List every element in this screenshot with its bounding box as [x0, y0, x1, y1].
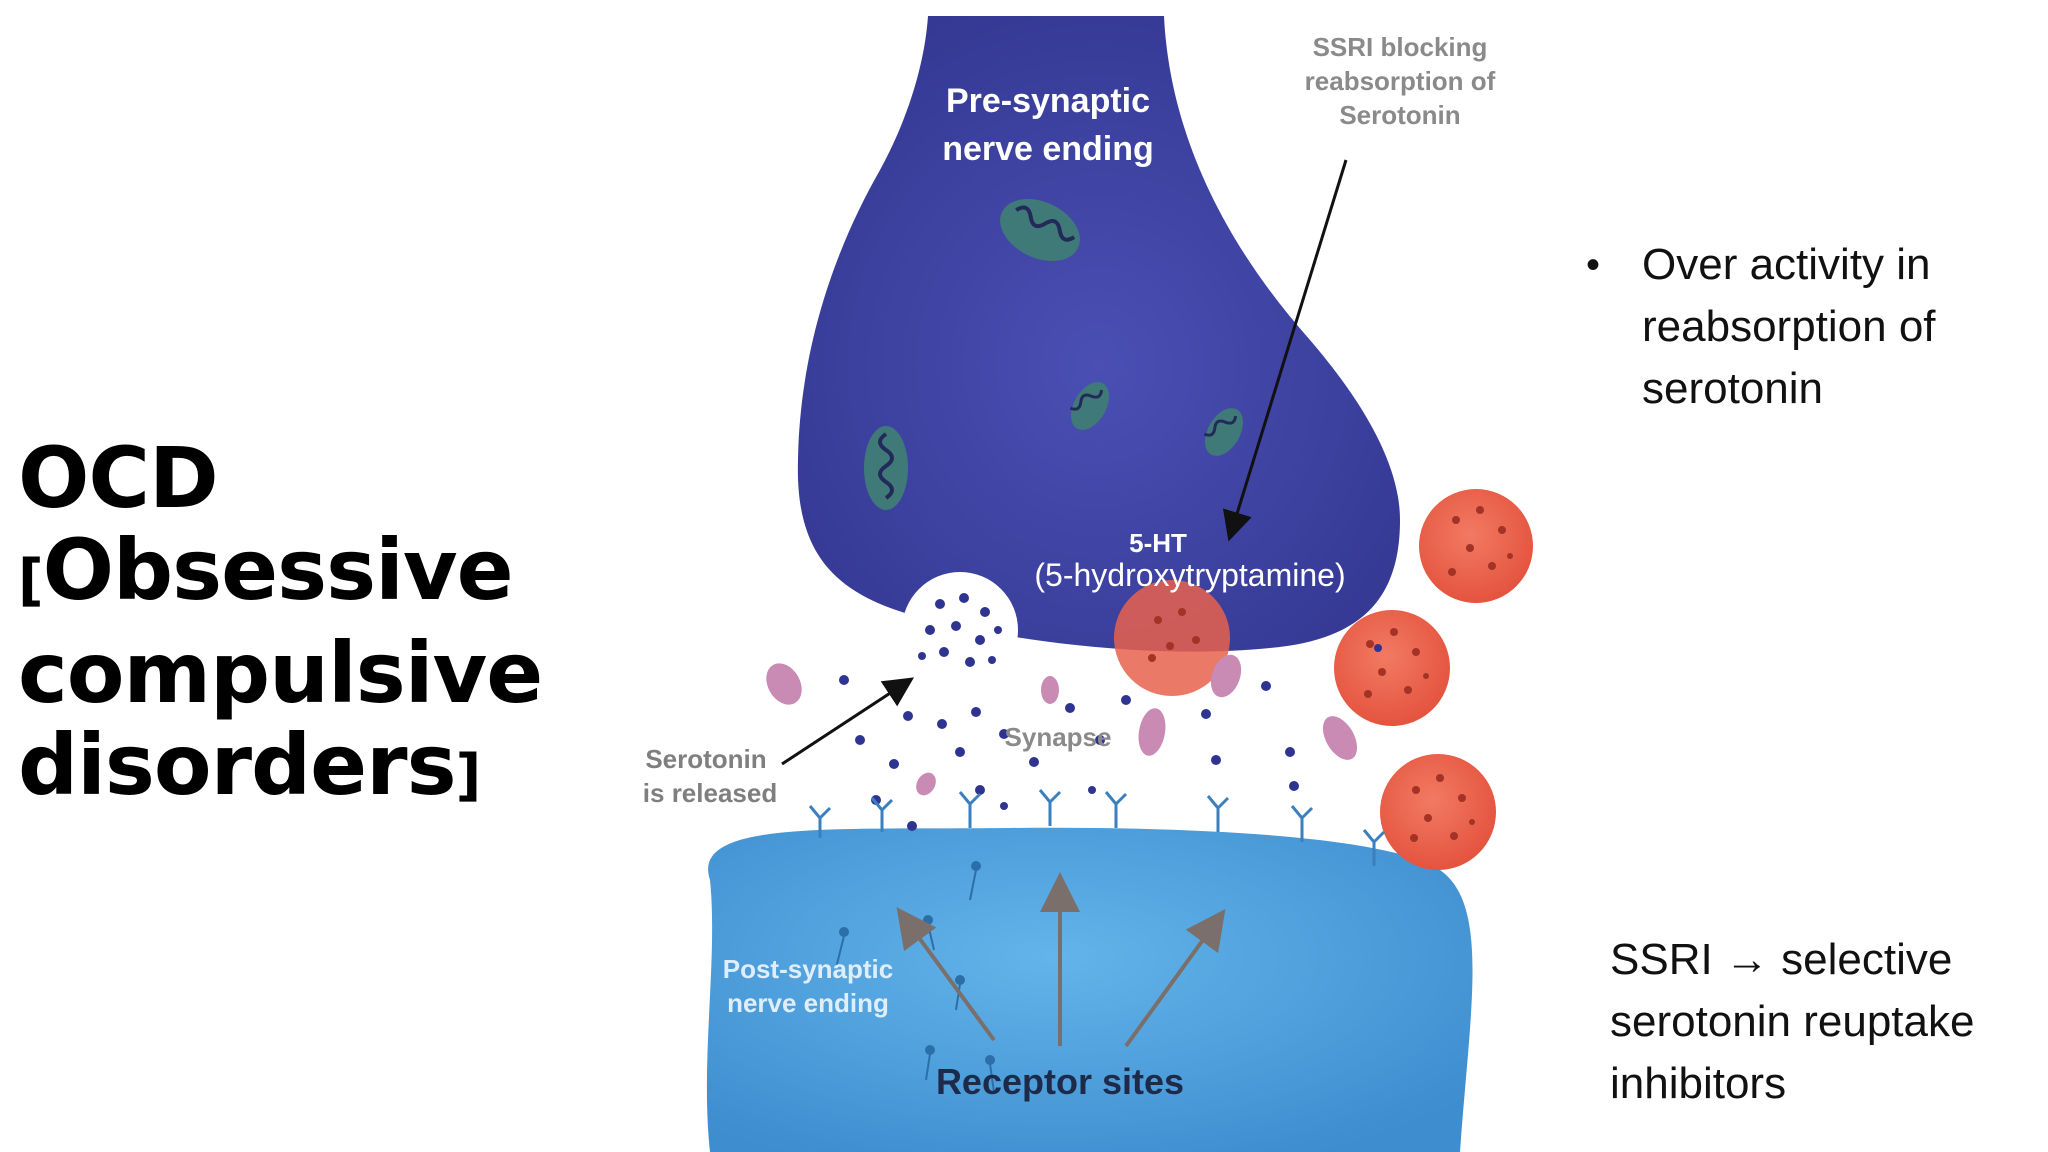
post-label-2: nerve ending	[727, 988, 889, 1018]
receptor-sites-label: Receptor sites	[936, 1061, 1184, 1102]
ht-label: 5-HT	[1129, 528, 1187, 558]
release-arrow	[781, 677, 915, 766]
ssri-label-3: Serotonin	[1339, 100, 1460, 130]
pre-label-2: nerve ending	[942, 130, 1154, 168]
released-label-1: Serotonin	[645, 744, 766, 774]
open-bracket: [	[18, 548, 44, 613]
bullet-text: Over activity in reabsorption of seroton…	[1642, 240, 1936, 413]
receptor-arrows	[896, 872, 1226, 1048]
receptor-sites-group	[808, 789, 1386, 866]
ht-full-label: (5-hydroxytryptamine)	[1034, 557, 1345, 593]
serotonin-molecules	[839, 644, 1382, 831]
synapse-label: Synapse	[1005, 722, 1112, 752]
ssri-definition: SSRI → selective serotonin reuptake inhi…	[1610, 935, 1975, 1108]
post-label-1: Post-synaptic	[723, 954, 894, 984]
ssri-label-2: reabsorption of	[1305, 66, 1496, 96]
pre-label-1: Pre-synaptic	[946, 82, 1150, 120]
synapse-diagram: Pre-synaptic nerve ending SSRI blocking …	[643, 16, 1533, 1152]
mitochondria-group	[864, 199, 1243, 510]
title-line-compulsive: compulsive	[18, 624, 543, 722]
ssri-arrow	[1222, 159, 1348, 542]
ssri-label-1: SSRI blocking	[1313, 32, 1488, 62]
title-line-disorders: disorders]	[18, 716, 482, 814]
released-label-2: is released	[643, 778, 777, 808]
presynaptic-ending	[797, 16, 1400, 652]
red-vesicles	[1334, 489, 1533, 870]
internal-receptors	[835, 861, 995, 1093]
slide-title: OCD [Obsessive compulsive disorders]	[18, 432, 578, 822]
pink-molecules	[766, 654, 1358, 796]
reuptake-vesicle-membrane	[1114, 580, 1230, 696]
title-line-ocd: OCD	[18, 429, 219, 527]
bullet-marker: •	[1586, 243, 1601, 287]
title-line-obsessive: [Obsessive	[18, 521, 514, 619]
close-bracket: ]	[455, 743, 482, 808]
